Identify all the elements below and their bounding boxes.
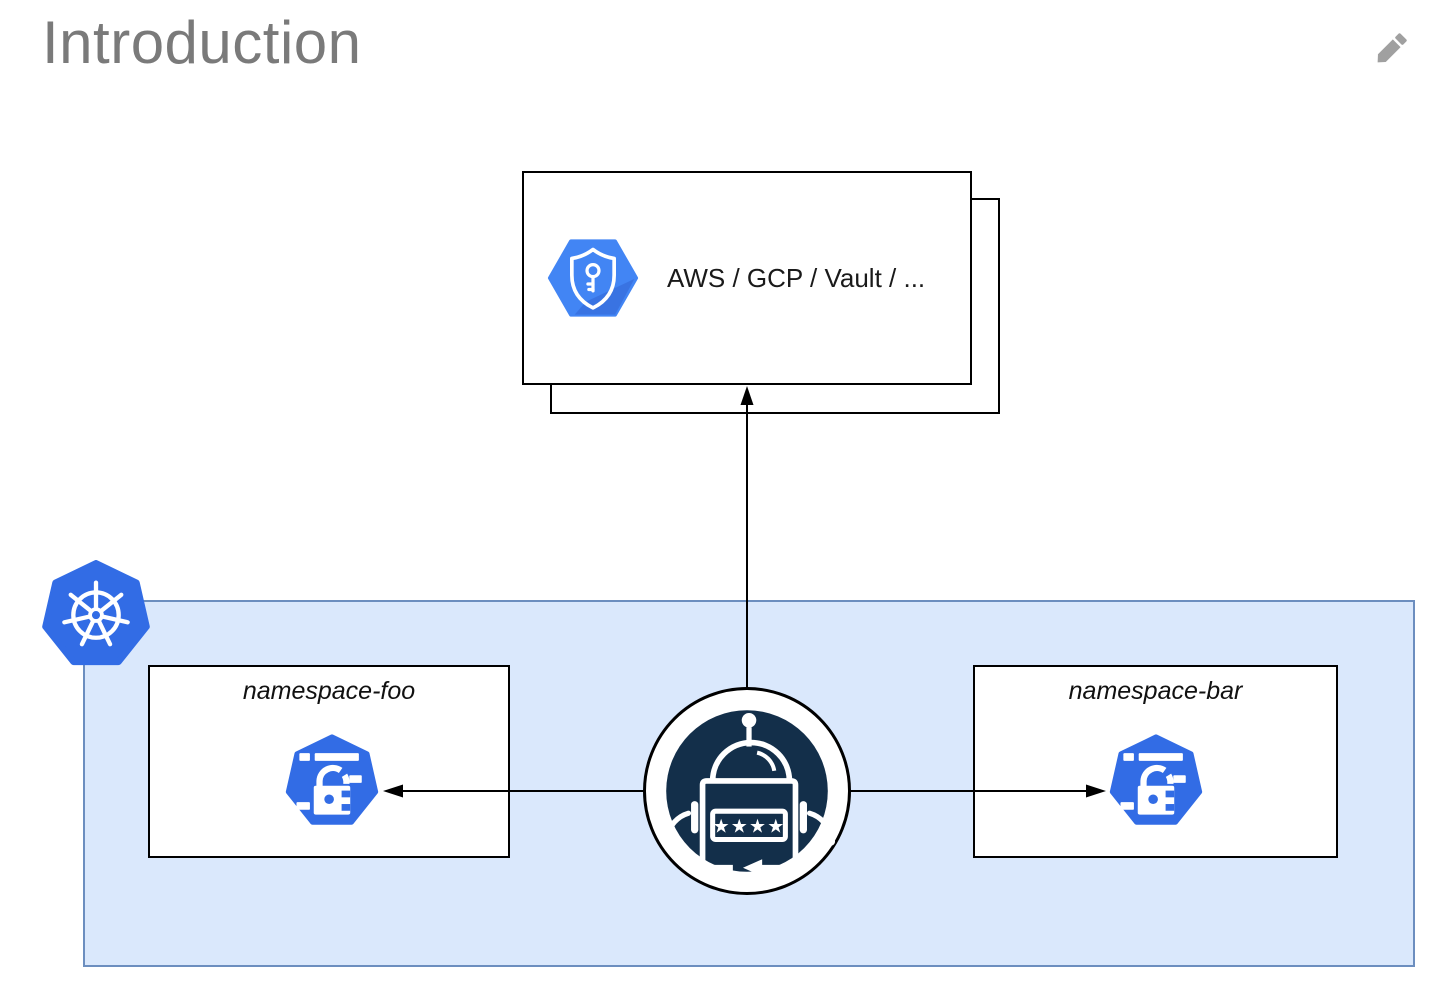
- external-secrets-operator: ★★★★: [643, 687, 851, 895]
- provider-label: AWS / GCP / Vault / ...: [667, 262, 926, 293]
- kubernetes-secret-icon: [1109, 734, 1203, 825]
- shield-key-hexagon-icon: [547, 239, 639, 317]
- pencil-icon: [1377, 33, 1407, 63]
- edit-button[interactable]: [1368, 28, 1412, 72]
- namespace-foo-label: namespace-foo: [242, 677, 416, 705]
- kubernetes-secret-icon: [285, 734, 379, 825]
- namespace-foo-box: namespace-foo: [148, 665, 510, 858]
- namespace-bar-label: namespace-bar: [1068, 677, 1243, 705]
- page-title: Introduction: [42, 9, 362, 76]
- kubernetes-logo-icon: [42, 560, 150, 668]
- provider-box: AWS / GCP / Vault / ...: [522, 171, 972, 385]
- namespace-bar-box: namespace-bar: [973, 665, 1338, 858]
- password-stars: ★★★★: [713, 816, 786, 837]
- external-secrets-robot-icon: ★★★★: [662, 710, 836, 877]
